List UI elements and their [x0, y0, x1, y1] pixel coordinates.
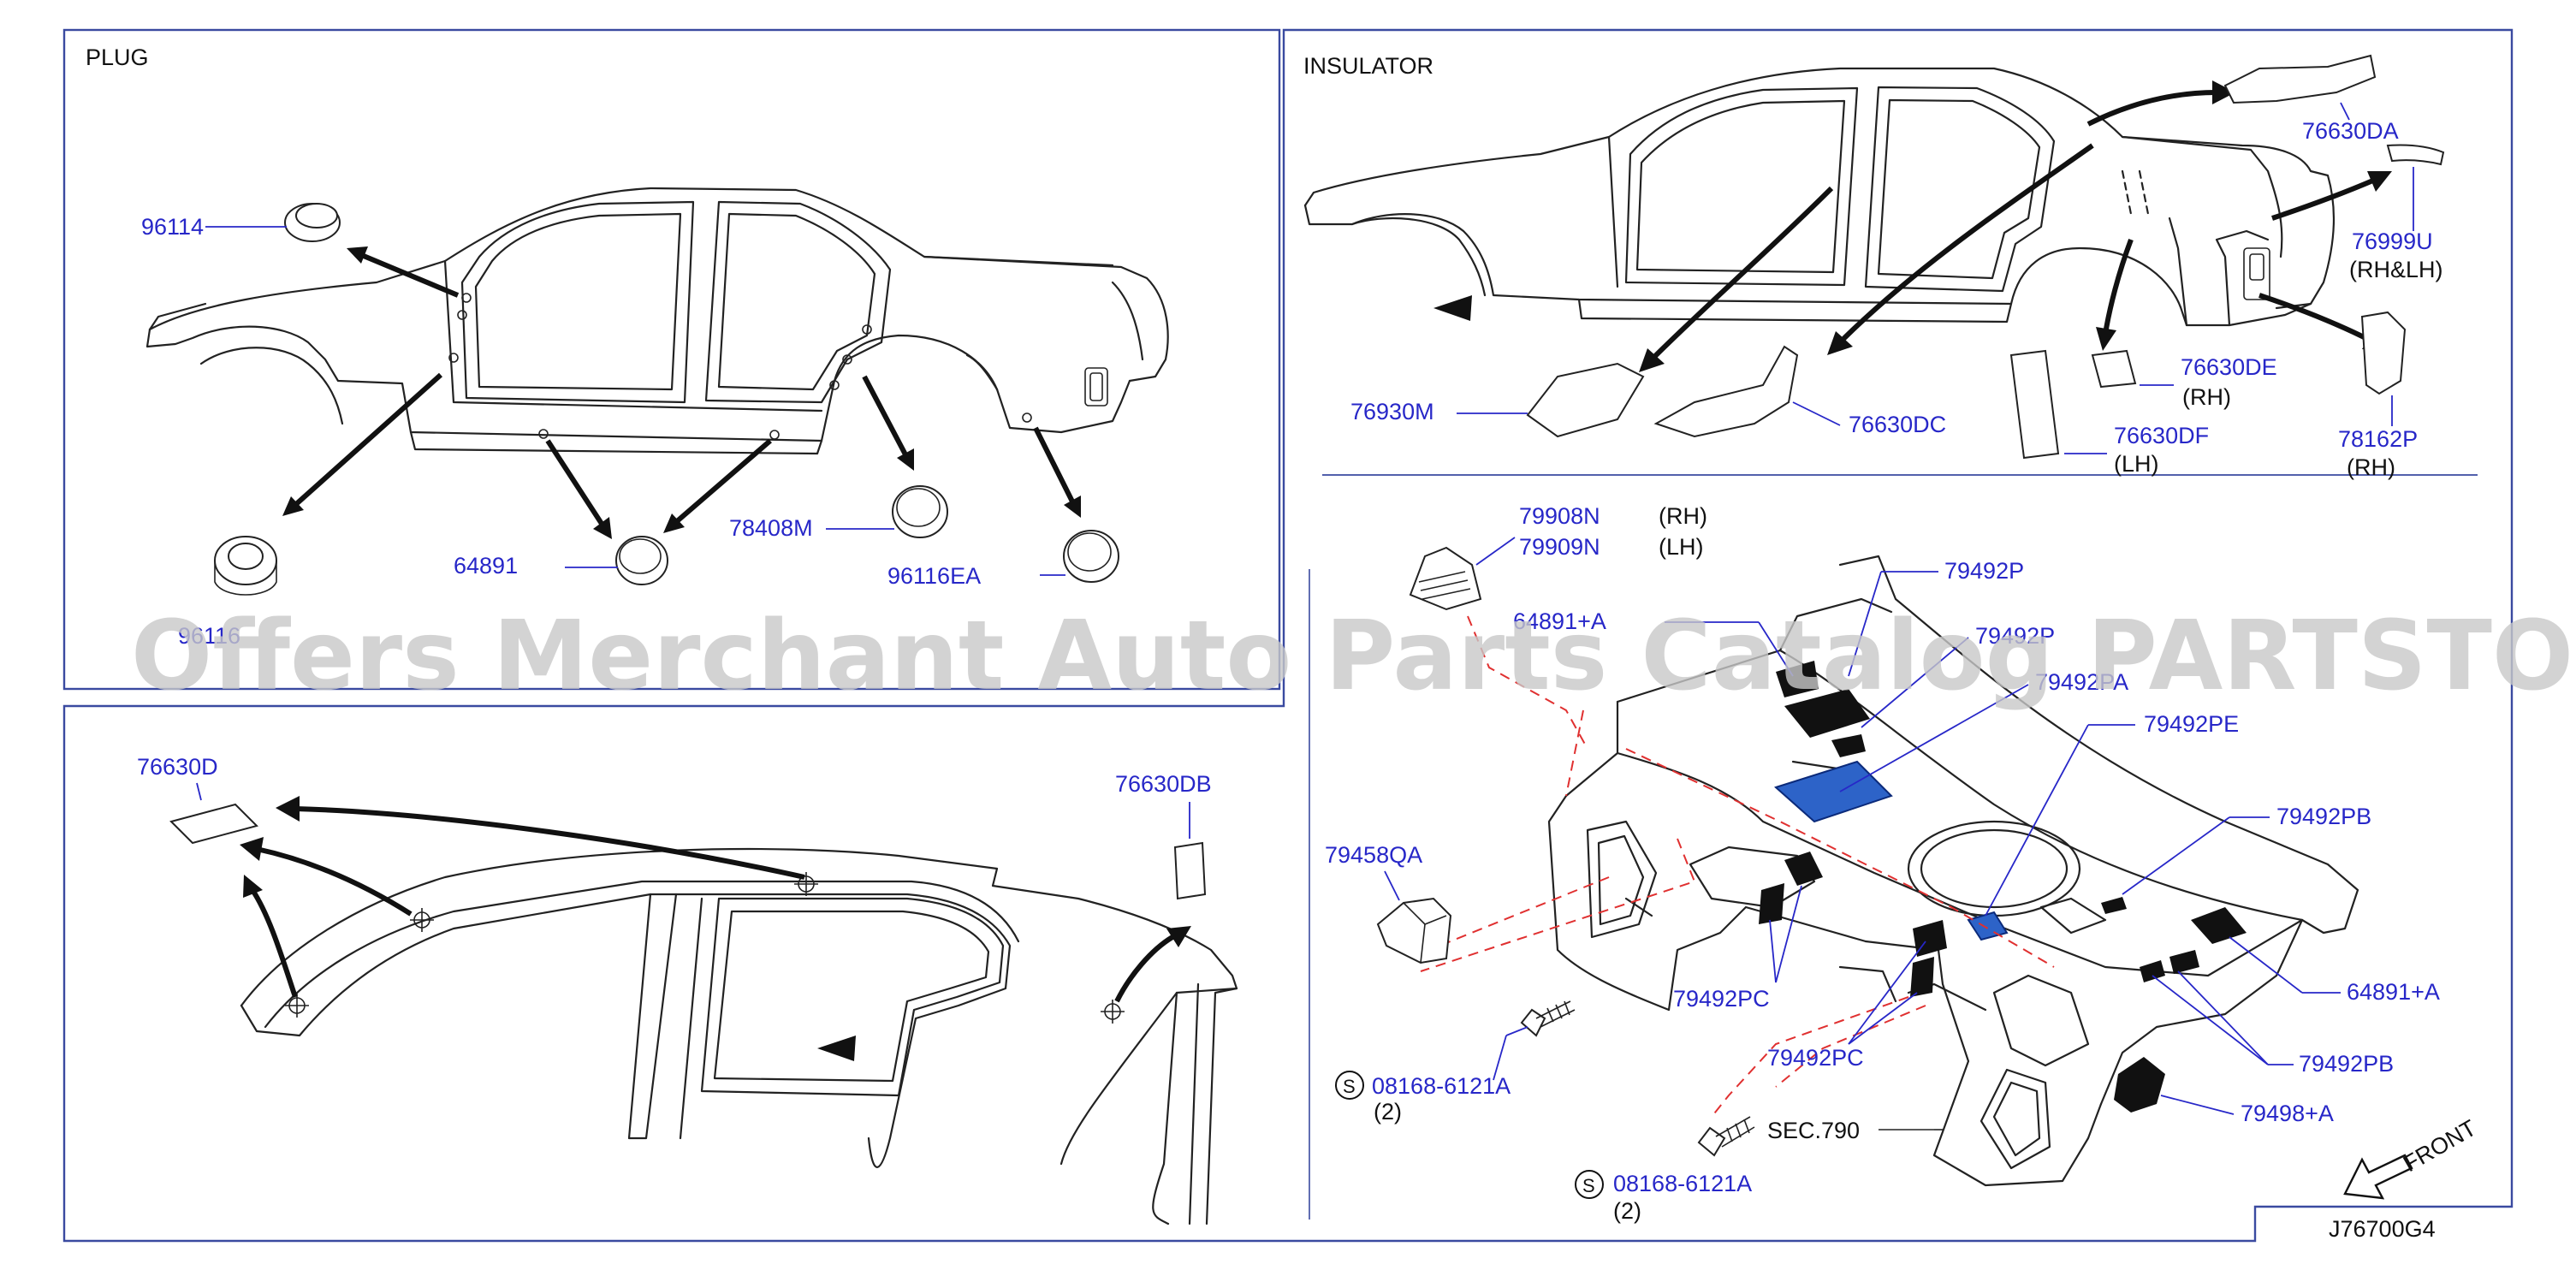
rear-panel-direction-mark: [817, 1036, 856, 1061]
label-bolt1[interactable]: 08168-6121A: [1372, 1073, 1511, 1099]
part-76630DB-shape: [1173, 841, 1207, 900]
plug-hole-markers: [448, 293, 1032, 440]
plug-cap-96114: [284, 203, 341, 242]
label-96114[interactable]: 96114: [141, 214, 204, 240]
label-64891A-right[interactable]: 64891+A: [2347, 979, 2440, 1005]
plug-cap-96116EA: [1063, 530, 1119, 583]
bolt-upper: [1520, 1000, 1576, 1037]
label-76630DE[interactable]: 76630DE: [2181, 354, 2277, 380]
label-79498A[interactable]: 79498+A: [2241, 1101, 2334, 1126]
label-76630DC[interactable]: 76630DC: [1849, 412, 1946, 437]
part-76630DC-shape: [1653, 345, 1799, 438]
part-76630DE-shape: [2091, 349, 2137, 389]
label-76930M[interactable]: 76930M: [1350, 399, 1434, 424]
label-79492P-mid[interactable]: 79492P: [1975, 623, 2055, 649]
rear-panel-arrows: [240, 796, 1191, 1003]
label-79492PA[interactable]: 79492PA: [2035, 669, 2128, 695]
diagram-code: J76700G4: [2329, 1216, 2436, 1242]
bolt2-symbol-circle: [1575, 1170, 1604, 1199]
insulator-section-title: INSULATOR: [1303, 53, 1433, 79]
part-79458QA-block: [1376, 897, 1452, 964]
part-79908N-clip: [1409, 546, 1482, 611]
label-96116[interactable]: 96116: [178, 623, 240, 649]
label-78408M[interactable]: 78408M: [729, 515, 813, 541]
label-96116EA[interactable]: 96116EA: [887, 563, 981, 589]
insulator-direction-mark: [1433, 295, 1472, 321]
bolt1-symbol: S: [1343, 1076, 1356, 1097]
label-76630DA[interactable]: 76630DA: [2302, 118, 2399, 144]
label-79492PC-left[interactable]: 79492PC: [1673, 986, 1770, 1012]
label-sec790[interactable]: SEC.790: [1767, 1118, 1860, 1143]
label-79492PC-right[interactable]: 79492PC: [1767, 1045, 1864, 1071]
plug-cap-64891: [615, 536, 668, 585]
assembly-guide-lines: [1420, 615, 2055, 1118]
label-76999U[interactable]: 76999U: [2352, 228, 2433, 254]
label-bolt2[interactable]: 08168-6121A: [1613, 1171, 1752, 1196]
insulator-car-body: [1303, 67, 2336, 327]
label-64891A-top[interactable]: 64891+A: [1513, 608, 1606, 634]
insulator-panel-frame: [62, 28, 2514, 1243]
label-78162P[interactable]: 78162P: [2338, 426, 2418, 452]
label-76630DF-side: (LH): [2114, 451, 2159, 477]
label-bolt2-qty: (2): [1613, 1198, 1641, 1224]
label-79458QA[interactable]: 79458QA: [1325, 842, 1422, 868]
label-79492PB-upper[interactable]: 79492PB: [2276, 804, 2371, 829]
bolt2-symbol: S: [1582, 1175, 1595, 1196]
label-76630DB[interactable]: 76630DB: [1115, 771, 1212, 797]
label-79492P-top[interactable]: 79492P: [1944, 558, 2024, 584]
bolt1-symbol-circle: [1335, 1071, 1364, 1100]
label-79909N-side: (LH): [1659, 534, 1704, 560]
plug-cap-96116: [214, 536, 277, 596]
plug-car-body: [145, 187, 1169, 455]
label-76630DE-side: (RH): [2182, 384, 2231, 410]
part-78162P-shape: [2360, 311, 2407, 395]
rear-side-panel: [240, 847, 1238, 1225]
label-76630DF[interactable]: 76630DF: [2114, 423, 2209, 448]
label-79492PB-lower[interactable]: 79492PB: [2299, 1051, 2394, 1077]
label-64891[interactable]: 64891: [454, 553, 518, 579]
label-bolt1-qty: (2): [1374, 1099, 1402, 1125]
part-76999U-shape: [2386, 144, 2445, 166]
watermark: Offers Merchant Auto Parts Catalog PARTS…: [131, 601, 2576, 712]
label-79909N[interactable]: 79909N: [1519, 534, 1600, 560]
label-76630D[interactable]: 76630D: [137, 754, 218, 780]
label-79492PE[interactable]: 79492PE: [2144, 711, 2239, 737]
part-76930M-shape: [1526, 362, 1645, 438]
label-76999U-side: (RH&LH): [2349, 257, 2443, 282]
rear-panel-markers: [285, 872, 1125, 1024]
plug-panel-frame: [62, 28, 1281, 691]
plug-cap-78408M: [892, 485, 948, 538]
part-76630DF-shape: [2009, 349, 2060, 460]
front-label: FRONT: [2399, 1115, 2481, 1177]
part-76630DA-shape: [2223, 54, 2377, 104]
label-79908N[interactable]: 79908N: [1519, 503, 1600, 529]
front-indicator: FRONT: [2343, 1115, 2481, 1200]
bolt-lower: [1697, 1116, 1755, 1157]
label-79908N-side: (RH): [1659, 503, 1707, 529]
part-76630D-shape: [169, 803, 258, 845]
plug-arrows: [282, 246, 1081, 539]
plug-section-title: PLUG: [86, 45, 149, 70]
label-78162P-side: (RH): [2347, 454, 2395, 480]
